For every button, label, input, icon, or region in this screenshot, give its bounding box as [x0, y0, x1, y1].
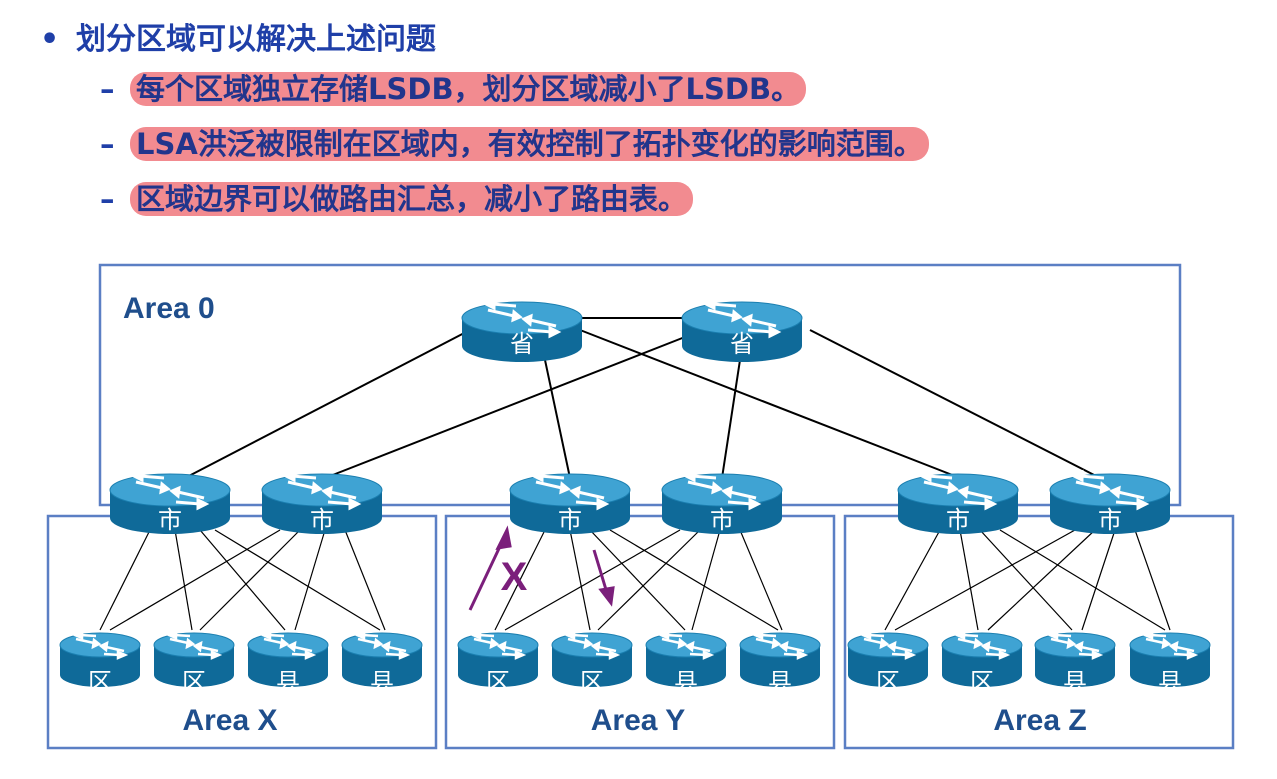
router-city-y2: 市 [660, 470, 784, 536]
heading-text: 划分区域可以解决上述问题 [76, 22, 436, 57]
area-z-box [843, 514, 1235, 750]
router-label: 区 [970, 668, 994, 696]
slide-heading: • 划分区域可以解决上述问题 [40, 14, 436, 58]
area-0-box [98, 263, 1182, 507]
bullet-dash: – [100, 72, 115, 106]
router-label: 县 [768, 668, 792, 696]
router-city-x1: 市 [108, 470, 232, 536]
router-label: 市 [158, 506, 182, 534]
bullet-dash: – [100, 182, 115, 216]
area-y-box [444, 514, 836, 750]
router-label: 市 [558, 506, 582, 534]
router-label: 县 [276, 668, 300, 696]
arrow-up-icon [468, 539, 505, 611]
area-0-label: Area 0 [123, 292, 215, 325]
arrowhead-down-icon [598, 586, 615, 607]
router-city-x2: 市 [260, 470, 384, 536]
bullet-item: –LSA洪泛被限制在区域内，有效控制了拓扑变化的影响范围。 [100, 121, 929, 163]
area-y-label: Area Y [591, 704, 686, 737]
bullet-dash: – [100, 127, 115, 161]
router-district-y1: 区 [456, 630, 540, 696]
router-county-z2: 县 [1128, 630, 1212, 696]
router-label: 区 [876, 668, 900, 696]
area-x-label: Area X [182, 704, 277, 737]
bullet-item: –区域边界可以做路由汇总，减小了路由表。 [100, 176, 694, 218]
router-label: 省 [730, 330, 754, 358]
router-province-1: 省 [460, 298, 584, 364]
router-province-2: 省 [680, 298, 804, 364]
router-county-x2: 县 [340, 630, 424, 696]
bullet-text: LSA洪泛被限制在区域内，有效控制了拓扑变化的影响范围。 [130, 127, 929, 161]
bullet-text: 区域边界可以做路由汇总，减小了路由表。 [130, 182, 694, 216]
router-label: 区 [182, 668, 206, 696]
router-city-z2: 市 [1048, 470, 1172, 536]
router-label: 县 [1158, 668, 1182, 696]
access-links [99, 529, 1171, 631]
router-label: 省 [510, 330, 534, 358]
router-district-z2: 区 [940, 630, 1024, 696]
router-city-z1: 市 [896, 470, 1020, 536]
router-label: 市 [710, 506, 734, 534]
router-label: 县 [674, 668, 698, 696]
router-city-y1: 市 [508, 470, 632, 536]
area-z-label: Area Z [993, 704, 1086, 737]
blocked-x-mark: X [501, 555, 528, 599]
router-label: 市 [1098, 506, 1122, 534]
lsa-flood-arrows [468, 525, 615, 611]
router-label: 县 [370, 668, 394, 696]
router-county-y2: 县 [738, 630, 822, 696]
router-county-y1: 县 [644, 630, 728, 696]
router-district-z1: 区 [846, 630, 930, 696]
arrowhead-up-icon [495, 525, 512, 550]
bullet-text: 每个区域独立存储LSDB，划分区域减小了LSDB。 [130, 72, 807, 106]
router-label: 区 [580, 668, 604, 696]
router-district-x2: 区 [152, 630, 236, 696]
router-label: 市 [946, 506, 970, 534]
router-label: 市 [310, 506, 334, 534]
bullet-dot: • [40, 22, 60, 57]
router-label: 县 [1063, 668, 1087, 696]
bullet-item: –每个区域独立存储LSDB，划分区域减小了LSDB。 [100, 66, 807, 108]
area-x-box [46, 514, 438, 750]
router-county-x1: 县 [246, 630, 330, 696]
arrow-down-icon [592, 549, 609, 594]
backbone-links [184, 317, 1101, 479]
router-county-z1: 县 [1033, 630, 1117, 696]
router-label: 区 [88, 668, 112, 696]
router-district-y2: 区 [550, 630, 634, 696]
router-label: 区 [486, 668, 510, 696]
router-district-x1: 区 [58, 630, 142, 696]
